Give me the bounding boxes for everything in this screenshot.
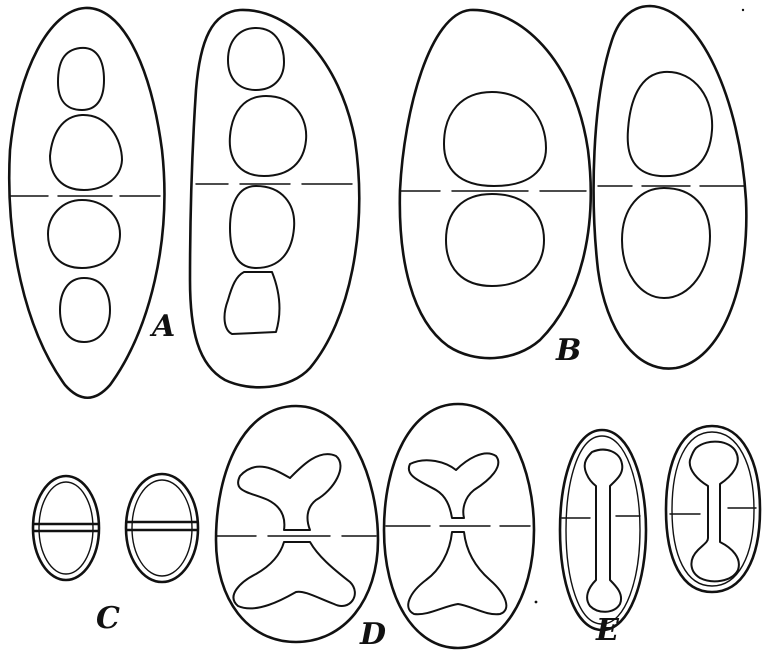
spore-d-left-lumen-lower — [233, 542, 354, 608]
spore-a-left-cell-4 — [60, 278, 110, 342]
spore-c-right — [126, 474, 198, 582]
spore-group-c: C — [33, 474, 198, 636]
spore-a-right-cell-3 — [230, 186, 294, 268]
print-speck — [742, 9, 744, 11]
spore-a-right-cell-4 — [225, 272, 280, 334]
label-d: D — [359, 617, 386, 652]
spore-d-right-lumen-lower — [408, 532, 506, 614]
spore-c-left-septum — [34, 524, 98, 531]
spore-c-right-outer-wall — [126, 474, 198, 582]
spore-a-right-cell-1 — [228, 28, 284, 90]
spore-c-right-inner-wall — [132, 480, 192, 576]
spore-e-left-lumen — [585, 450, 623, 612]
spore-c-left-outer-wall — [33, 476, 99, 580]
spore-a-left-cell-3 — [48, 200, 120, 268]
spore-b-right — [594, 6, 747, 369]
spore-e-left-septum — [562, 516, 640, 518]
spore-c-left — [33, 476, 99, 580]
spore-d-right-lumen-upper — [409, 453, 499, 518]
spore-d-right — [384, 404, 534, 648]
spore-a-left — [9, 8, 164, 398]
spore-group-d: D — [216, 404, 534, 652]
spore-b-right-cell-1 — [628, 72, 712, 176]
spore-d-left-lumen-upper — [238, 454, 340, 530]
spore-b-left-wall — [400, 10, 591, 358]
spore-e-right — [666, 426, 760, 592]
spore-e-right-outer-wall — [666, 426, 760, 592]
spore-a-right-cell-2 — [230, 96, 306, 176]
spore-a-left-cell-2 — [50, 115, 122, 190]
spore-e-right-lumen — [690, 442, 739, 582]
spore-c-left-inner-wall — [39, 482, 93, 574]
spore-a-right-wall — [190, 10, 359, 387]
print-speck — [535, 601, 538, 604]
spore-b-left-cell-1 — [444, 92, 546, 186]
spore-a-right — [190, 10, 359, 387]
label-c: C — [96, 601, 120, 636]
spore-e-left-outer-wall — [560, 430, 646, 630]
spore-e-right-inner-wall — [672, 432, 754, 586]
spore-b-left-cell-2 — [446, 194, 544, 286]
spore-a-left-wall — [9, 8, 164, 398]
spore-a-left-cell-1 — [58, 48, 104, 110]
spore-e-left — [560, 430, 646, 630]
spore-group-e: E — [560, 426, 760, 648]
spore-group-a: A — [9, 8, 359, 398]
label-b: B — [555, 333, 581, 368]
label-e: E — [595, 613, 620, 648]
spore-b-left — [400, 10, 591, 358]
spore-e-left-inner-wall — [566, 436, 640, 624]
spore-e-right-septum — [670, 508, 756, 514]
label-a: A — [149, 309, 175, 344]
spore-b-right-cell-2 — [622, 188, 710, 298]
spore-group-b: B — [400, 6, 747, 369]
spore-c-right-septum — [127, 522, 197, 530]
spore-d-left — [216, 406, 378, 642]
